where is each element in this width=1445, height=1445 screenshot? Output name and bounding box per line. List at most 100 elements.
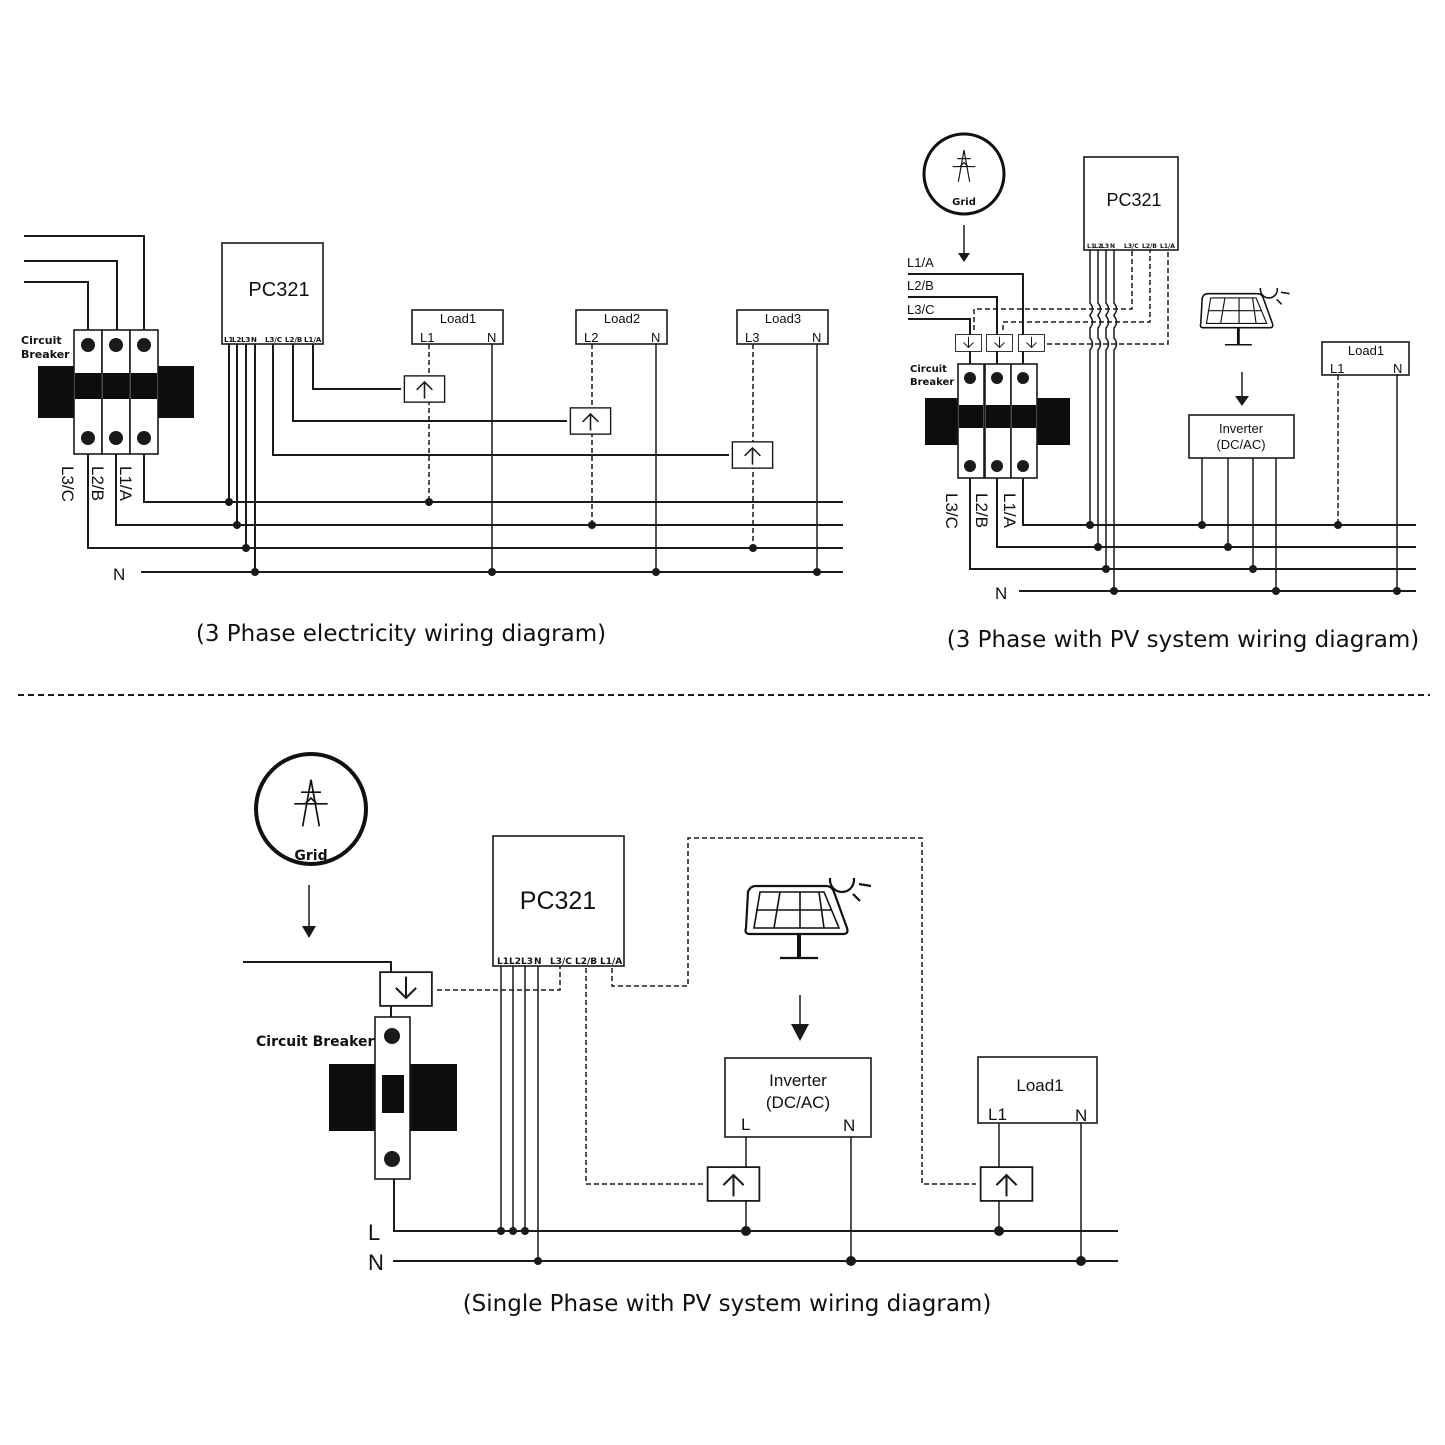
pc321-meter (221, 242, 324, 345)
ct-clamp-icon (569, 407, 612, 435)
terminal-label: L1 (1087, 243, 1095, 250)
diagram-caption: (Single Phase with PV system wiring diag… (463, 1291, 992, 1317)
breaker-label: Circuit (21, 334, 62, 347)
ct-clamp-icon (378, 971, 434, 1007)
load-line-label: L1 (1330, 361, 1344, 376)
neutral-label: N (113, 565, 125, 584)
load-neutral-label: N (651, 330, 660, 345)
phase-label-l3c: L3/C (942, 493, 961, 529)
load-neutral-label: N (487, 330, 496, 345)
bus-l (393, 1179, 1118, 1232)
terminal-label: L2/B (575, 957, 597, 967)
arrow-down-icon (1235, 396, 1249, 406)
ct-clamp-icon (955, 333, 982, 353)
input-label: L3/C (907, 302, 934, 317)
terminal-label: N (534, 957, 542, 967)
bus-l2 (996, 478, 1416, 548)
terminal-label: L2/B (1142, 243, 1157, 250)
diagram-caption: (3 Phase with PV system wiring diagram) (947, 627, 1420, 653)
terminal-label: L3 (241, 336, 250, 344)
circuit-breaker-1p (329, 1016, 457, 1180)
meter-title: PC321 (520, 887, 596, 915)
line-label: L (368, 1220, 380, 1245)
load-line-label: L2 (584, 330, 598, 345)
neutral-label: N (995, 584, 1007, 603)
meter-title: PC321 (1106, 190, 1161, 210)
inverter-label: (DC/AC) (766, 1093, 830, 1112)
load-name: Load1 (1016, 1076, 1063, 1095)
pc321-meter (492, 835, 625, 967)
load-neutral-label: N (812, 330, 821, 345)
phase-label-l1a: L1/A (1000, 493, 1019, 529)
terminal-label: L1/A (1160, 243, 1175, 250)
load-neutral-label: N (1393, 361, 1402, 376)
bus-l2 (115, 454, 843, 526)
inverter-box (724, 1057, 872, 1138)
load-1: Load1 L1 N (411, 309, 504, 345)
grid-label: Grid (952, 197, 976, 208)
phase-label-l3c: L3/C (58, 466, 77, 502)
inverter-box (1188, 414, 1295, 459)
terminal-label: L2 (509, 957, 521, 967)
phase-label-l2b: L2/B (972, 493, 991, 528)
terminal-label: L3 (1101, 243, 1109, 250)
phase-label-l2b: L2/B (88, 466, 107, 501)
breaker-label: Breaker (910, 377, 954, 388)
grid-label: Grid (294, 848, 327, 864)
terminal-label: N (251, 336, 257, 344)
load-name: Load2 (604, 311, 640, 326)
load-line-label: L1 (988, 1105, 1007, 1124)
load-1: Load1 L1 N (1321, 341, 1410, 376)
load-name: Load1 (1348, 343, 1384, 358)
incoming-wire-l3 (24, 281, 89, 330)
phase-label-l1a: L1/A (116, 466, 135, 502)
incoming-wire-l1 (24, 235, 145, 330)
bus-l3 (969, 478, 1416, 570)
load-1: Load1 L1 N (977, 1056, 1098, 1125)
load-2: Load2 L2 N (575, 309, 668, 345)
terminal-label: L1 (224, 336, 233, 344)
breaker-label: Breaker (21, 348, 70, 361)
solar-panel-icon (744, 878, 873, 960)
load-neutral-label: N (1075, 1106, 1087, 1125)
ct-clamp-icon (979, 1166, 1034, 1202)
breaker-label: Circuit (910, 364, 947, 375)
single-phase-pv-diagram: Grid Circuit Breaker L N PC321 L1 L2 L3 … (243, 752, 1118, 1317)
terminal-label: L2/B (285, 336, 302, 344)
load-line-label: L3 (745, 330, 759, 345)
terminal-label: N (1110, 243, 1115, 250)
solar-panel-icon (1199, 288, 1291, 347)
ct-clamp-icon (1018, 333, 1045, 353)
bus-l1 (143, 454, 843, 503)
ct-clamp-icon (731, 441, 774, 469)
terminal-label: L2 (1094, 243, 1102, 250)
circuit-breaker-3p (925, 363, 1070, 479)
meter-title: PC321 (248, 279, 309, 301)
ct-clamp-icon (986, 333, 1013, 353)
pc321-meter (1083, 156, 1179, 251)
grid-icon (254, 752, 368, 866)
arrow-down-icon (302, 926, 316, 938)
inverter-line-label: L (741, 1115, 750, 1134)
arrow-down-icon (958, 253, 970, 262)
breaker-label: Circuit Breaker (256, 1034, 375, 1050)
ct-clamp-icon (403, 375, 446, 403)
inverter-label: Inverter (1219, 421, 1264, 436)
diagram-caption: (3 Phase electricity wiring diagram) (196, 621, 606, 647)
load-line-label: L1 (420, 330, 434, 345)
inverter-label: (DC/AC) (1216, 437, 1265, 452)
three-phase-diagram: Circuit Breaker L3/C L2/B L1/A N PC321 L… (21, 235, 843, 647)
incoming-wire-l2 (24, 260, 118, 330)
terminal-label: L1/A (600, 957, 622, 967)
bus-l1 (1022, 478, 1416, 526)
terminal-label: L3/C (1124, 243, 1139, 250)
load-name: Load3 (765, 311, 801, 326)
terminal-label: L3 (521, 957, 533, 967)
neutral-label: N (368, 1250, 384, 1275)
terminal-label: L1 (497, 957, 509, 967)
terminal-label: L3/C (550, 957, 572, 967)
terminal-label: L3/C (265, 336, 282, 344)
ct-clamp-icon (706, 1166, 761, 1202)
three-phase-pv-diagram: Grid L1/A L2/B L3/C (907, 132, 1420, 653)
